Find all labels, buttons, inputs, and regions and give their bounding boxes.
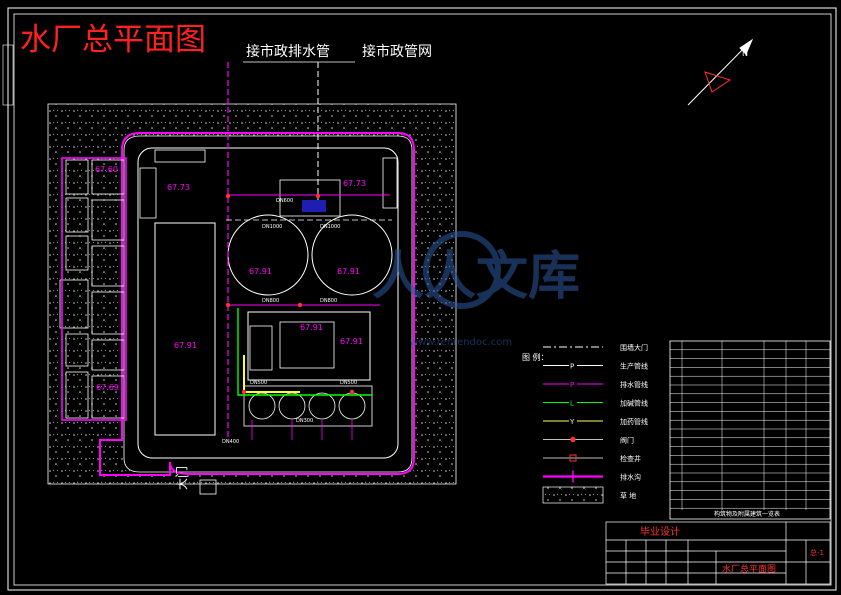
drawing-name: 水厂总平面图 xyxy=(722,563,776,575)
distribution-well xyxy=(302,200,326,212)
grass-perimeter xyxy=(47,103,457,485)
elevation-mark: 67.91 xyxy=(337,267,360,276)
drawing-title: 水厂总平面图 xyxy=(20,22,206,58)
legend-item: 检查井 xyxy=(543,454,641,463)
pipe-label: DN300 xyxy=(296,418,313,424)
pipe-label: DN500 xyxy=(250,380,267,386)
project-name: 毕业设计 xyxy=(640,525,680,538)
office-zone-wall xyxy=(61,157,127,421)
legend-item: L 加碱管线 xyxy=(543,398,648,408)
svg-text:L: L xyxy=(570,400,574,408)
site-wall xyxy=(99,132,415,476)
pipe-label: DN1000 xyxy=(320,224,340,230)
outer-frame xyxy=(7,7,837,591)
sediment-tank-1 xyxy=(248,392,276,420)
legend-label: 排水沟 xyxy=(620,473,641,482)
legend-label: 加药管线 xyxy=(620,417,648,426)
elevation-mark: 67.69 xyxy=(96,383,119,392)
sediment-frame xyxy=(243,385,373,427)
drainage-connection-label: 接市政排水管 xyxy=(246,43,330,60)
legend-item: 排水沟 xyxy=(543,470,641,483)
pipe-label: DN800 xyxy=(262,298,279,304)
elevation-mark: 67.91 xyxy=(340,337,363,346)
legend-item: P 生产管线 xyxy=(543,361,648,371)
clarifier-2 xyxy=(311,214,393,296)
binding-strip xyxy=(2,44,14,106)
legend-label: 检查井 xyxy=(620,454,641,463)
elevation-mark: 67.91 xyxy=(249,267,272,276)
sediment-tank-4 xyxy=(338,392,366,420)
legend-label: 排水管线 xyxy=(620,380,648,389)
svg-text:P: P xyxy=(570,381,574,389)
watermark-url: www.renrendoc.com xyxy=(410,337,512,348)
inner-frame xyxy=(13,13,832,586)
north-arrow-icon: N xyxy=(687,38,754,106)
svg-text:P: P xyxy=(570,363,574,371)
gatehouse xyxy=(199,479,217,495)
pipelines xyxy=(226,62,392,440)
sediment-tank-3 xyxy=(308,392,336,420)
legend-heading: 图 例： xyxy=(522,352,549,362)
table-caption: 构筑物及附属建筑一览表 xyxy=(714,510,780,518)
legend-item: 草 地 xyxy=(542,486,636,504)
elevation-mark: 67.91 xyxy=(174,341,197,350)
gate-label: 大门 xyxy=(174,466,189,490)
dosing-house xyxy=(382,157,398,209)
legend-item: 阀门 xyxy=(543,436,634,445)
legend-item: P 排水管线 xyxy=(543,380,648,389)
filter-cells xyxy=(279,321,335,369)
internal-road xyxy=(137,147,399,459)
pump-house xyxy=(279,179,341,217)
pipe-label: DN500 xyxy=(340,380,357,386)
legend-label: 阀门 xyxy=(620,436,634,445)
structures-table: 构筑物及附属建筑一览表 xyxy=(669,340,831,520)
sediment-tank-2 xyxy=(278,392,306,420)
clear-water-reservoir xyxy=(154,222,216,436)
title-block xyxy=(605,521,831,585)
pipe-label: DN1000 xyxy=(262,224,282,230)
elevation-mark: 67.73 xyxy=(343,179,366,188)
legend-label: 生产管线 xyxy=(620,362,648,371)
elevation-mark: 67.91 xyxy=(300,323,323,332)
pipe-label: DN800 xyxy=(320,298,337,304)
watermark: 人人文库 www.renrendoc.com xyxy=(372,231,580,348)
legend-item: Y 加药管线 xyxy=(543,417,648,426)
filter-building xyxy=(247,311,371,381)
left-buildings xyxy=(59,159,125,419)
drawing-number: 总-1 xyxy=(810,548,824,557)
chemical-room xyxy=(249,325,273,371)
legend-label: 草 地 xyxy=(620,491,636,500)
legend-item: 围墙大门 xyxy=(543,343,648,352)
valves xyxy=(225,193,355,395)
svg-text:N: N xyxy=(742,49,748,58)
guard-house xyxy=(154,149,206,163)
svg-text:Y: Y xyxy=(569,418,575,426)
elevation-mark: 67.73 xyxy=(167,183,190,192)
legend-label: 加碱管线 xyxy=(620,399,648,408)
legend-label: 围墙大门 xyxy=(620,343,648,352)
main-connection-label: 接市政管网 xyxy=(362,43,432,60)
watermark-brand: 人人文库 xyxy=(372,247,580,307)
warehouse xyxy=(139,167,157,219)
pipe-label: DN400 xyxy=(222,439,239,445)
elevation-mark: 67.60 xyxy=(95,165,118,174)
pipe-label: DN600 xyxy=(276,198,293,204)
